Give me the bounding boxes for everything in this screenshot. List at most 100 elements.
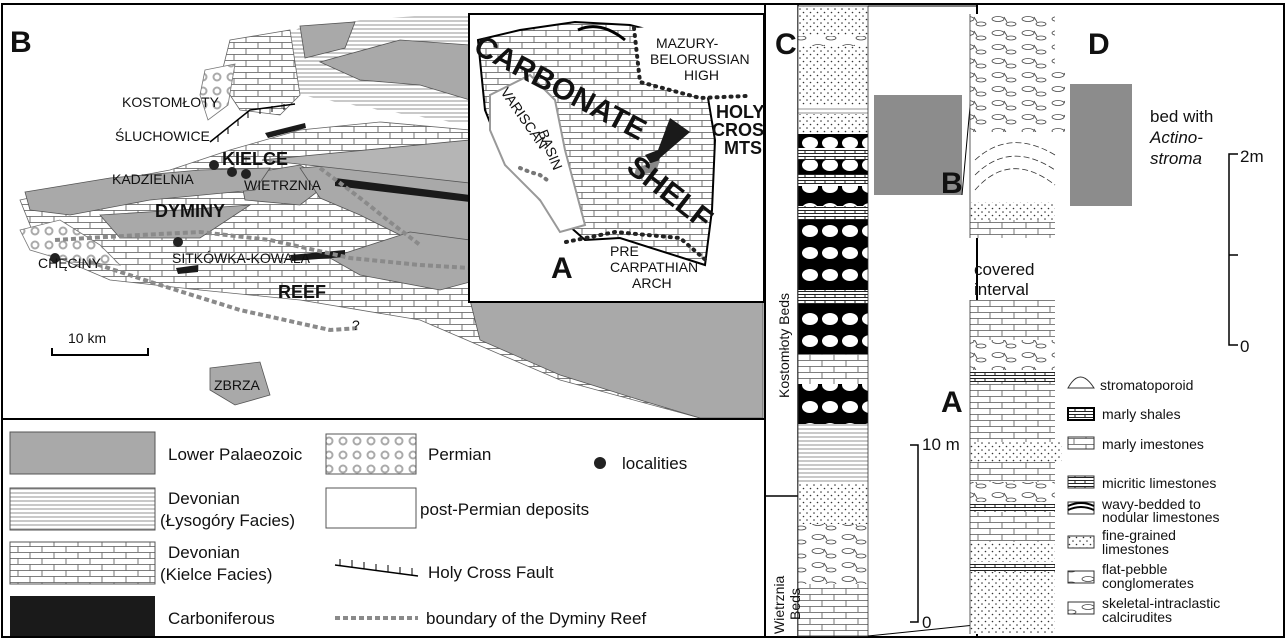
scale-10m: 10 m 0 [910,435,960,632]
locality-dyminy: DYMINY [155,201,225,221]
lithology-legend: stromatoporoid marly shales marly imesto… [1067,376,1220,625]
lith-marly-limestones: marly imestones [1102,436,1204,452]
lith-marly-shales: marly shales [1102,406,1181,422]
inset-label-pre-1: PRE [610,243,639,259]
label-bed-1: bed with [1150,107,1213,126]
legend-swatch-lower-palaeozoic [9,431,156,475]
area-permian [19,63,236,266]
legend-fault-symbol [334,559,419,577]
stratigraphic-column: C Kostomłoty Beds Wietrznia [764,3,978,638]
label-kostomloty-beds: Kostomłoty Beds [776,293,792,398]
legend-devonian-ly-2: (Łysogóry Facies) [160,511,295,530]
legend-swatch-post-permian [325,487,417,529]
legend-swatch-carboniferous [10,596,155,636]
inset-label-mazury-1: MAZURY- [656,35,719,51]
locality-kadzielnia: KADZIELNIA [112,171,194,187]
inset-mazury-high [635,22,750,98]
inset-variscan-basin [489,73,587,234]
lith-micritic: micritic limestones [1102,475,1216,491]
legend-locality-dot-icon [594,457,606,469]
label-covered-2: interval [974,280,1029,299]
label-bed-2: Actino- [1149,128,1203,147]
panel-label-c: C [775,28,797,61]
inset-label-mazury-2: BELORUSSIAN [650,51,750,67]
panel-label-d: D [1088,28,1110,61]
inset-label-pre-3: ARCH [632,275,672,291]
column-beds [797,5,869,637]
locality-sitkowka: SITKÓWKA-KOWALA [172,250,311,266]
stromatoporoid-icon [1067,376,1095,389]
box-b-grey [874,95,962,195]
lith-skeletal-2: calcirudites [1102,609,1172,625]
inset-label-holy-3: MTS [724,138,762,158]
label-box-b: B [941,167,963,200]
legend-boundary: boundary of the Dyminy Reef [426,609,646,628]
map-scalebar: 10 km [51,330,149,356]
inset-holy-cross-arrow [645,118,690,170]
inset-carpathian-boundary [564,229,710,264]
map-question-mark: ? [352,317,360,333]
inset-label-mazury-3: HIGH [684,67,719,83]
legend-swatch-permian [325,433,417,475]
legend-devonian-ki-2: (Kielce Facies) [160,565,272,584]
micritic-icon [1067,475,1095,489]
scale-10m-bottom: 0 [922,613,931,632]
inset-basin-dots [518,166,552,184]
locality-kostomloty: KOSTOMŁOTY [122,94,220,110]
label-bed-3: stroma [1150,149,1202,168]
legend-permian: Permian [428,445,491,464]
lith-skeletal-1: skeletal-intraclastic [1102,595,1220,611]
lith-fine-1: fine-grained [1102,527,1176,543]
scale-2m: 2m 0 [1228,147,1264,356]
locality-sluchowice: ŚLUCHOWICE [115,127,210,144]
skeletal-icon [1067,601,1095,615]
locality-checiny: CHĘCINY [38,255,102,271]
map-legend: Lower Palaeozoic Devonian (Łysogóry Faci… [1,418,766,638]
label-box-a: A [941,386,963,419]
locality-reef: REEF [278,282,326,302]
reef-boundary [54,166,471,333]
marly-limestones-icon [1067,436,1095,450]
legend-swatch-devonian-lysogory [9,487,156,531]
legend-post-permian: post-Permian deposits [420,500,589,519]
actinostroma-bed-box [1070,84,1132,206]
legend-devonian-ly-1: Devonian [168,489,240,508]
inset-label-holy-1: HOLY [716,102,764,122]
label-wietrznia-beds-2: Beds [787,588,803,620]
inset-label-pre-2: CARPATHIAN [610,259,698,275]
scalebar-label: 10 km [68,330,106,346]
holy-cross-fault [209,103,296,143]
lith-flat-2: conglomerates [1102,575,1194,591]
legend-localities: localities [622,454,687,473]
legend-devonian-ki-1: Devonian [168,543,240,562]
flat-pebble-icon [1067,570,1095,584]
marly-shales-icon [1067,407,1095,421]
scale-2m-top: 2m [1240,147,1264,166]
locality-dots [50,160,251,263]
inset-map: CARBONATE SHELF MAZURY- BELORUSSIAN HIGH… [468,13,776,303]
panel-label-b: B [10,26,32,59]
lith-fine-2: limestones [1102,541,1169,557]
inset-mazury-boundary [632,26,748,101]
detail-beds [969,14,1065,634]
label-covered-1: covered [974,260,1034,279]
lith-wavy-1: wavy-bedded to [1101,496,1201,512]
lith-flat-1: flat-pebble [1102,561,1168,577]
detail-log: D covered interval A 10 m [910,3,1285,638]
locality-zbrza: ZBRZA [214,377,261,393]
scale-10m-top: 10 m [922,435,960,454]
legend-fault: Holy Cross Fault [428,563,554,582]
inset-label-holy-2: CROSS [712,120,776,140]
area-carboniferous [176,123,470,274]
locality-kielce: KIELCE [222,149,288,169]
legend-lower-palaeozoic: Lower Palaeozoic [168,445,303,464]
fine-grained-icon [1067,535,1095,549]
scale-2m-bottom: 0 [1240,337,1249,356]
legend-carboniferous: Carboniferous [168,609,275,628]
label-wietrznia-beds-1: Wietrznia [771,575,787,634]
locality-wietrznia: WIETRZNIA [244,177,322,193]
legend-swatch-devonian-kielce [9,541,156,585]
panel-label-a: A [551,252,573,285]
lith-stromatoporoid: stromatoporoid [1100,377,1193,393]
